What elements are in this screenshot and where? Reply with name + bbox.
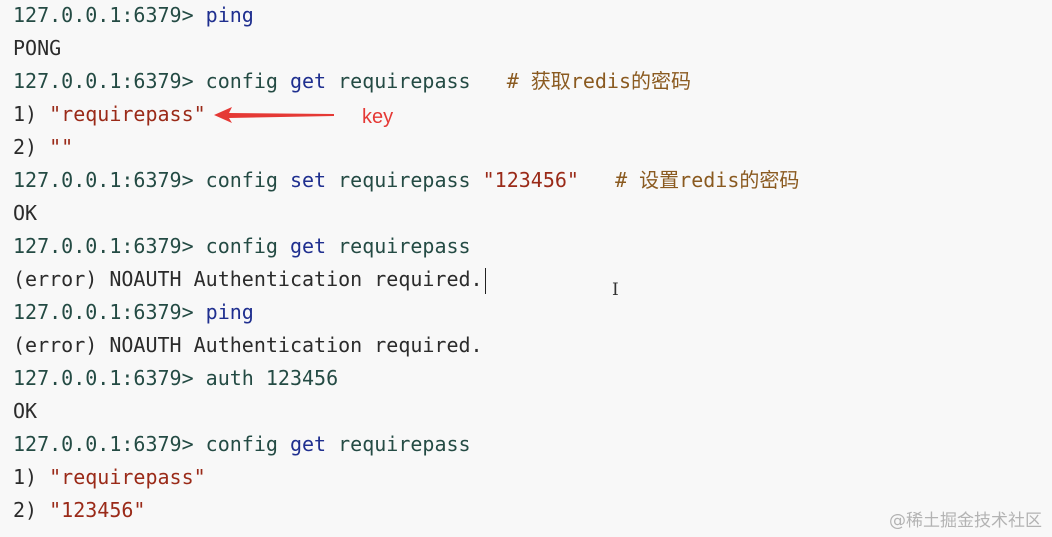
prompt: 127.0.0.1:6379> — [13, 168, 206, 192]
terminal-line: OK — [13, 198, 1033, 231]
command-keyword: get — [289, 234, 327, 258]
terminal-line: 2) "123456" — [13, 495, 1033, 528]
terminal-line: 2) "" — [13, 132, 1033, 165]
output-text: OK — [13, 399, 38, 423]
comment: # 设置redis的密码 — [615, 168, 800, 192]
terminal-line: (error) NOAUTH Authentication required. — [13, 330, 1033, 363]
terminal-line: 127.0.0.1:6379> auth 123456 — [13, 363, 1033, 396]
terminal-line: PONG — [13, 33, 1033, 66]
prompt: 127.0.0.1:6379> — [13, 3, 206, 27]
prompt: 127.0.0.1:6379> — [13, 366, 206, 390]
output-string: "" — [49, 135, 74, 159]
prompt: 127.0.0.1:6379> — [13, 69, 206, 93]
command-arg: requirepass — [326, 432, 471, 456]
command: ping — [205, 3, 254, 27]
output-string: "requirepass" — [49, 465, 206, 489]
prompt: 127.0.0.1:6379> — [13, 234, 206, 258]
command-arg: requirepass — [326, 69, 471, 93]
command-keyword: get — [289, 432, 327, 456]
output-index: 2) — [13, 498, 50, 522]
terminal-output: 127.0.0.1:6379> ping PONG 127.0.0.1:6379… — [13, 0, 1033, 528]
output-string: "requirepass" — [49, 102, 206, 126]
output-text: PONG — [13, 36, 62, 60]
watermark: @稀土掘金技术社区 — [889, 511, 1042, 531]
prompt: 127.0.0.1:6379> — [13, 300, 206, 324]
command-arg: requirepass — [326, 234, 471, 258]
output-text: (error) NOAUTH Authentication required. — [13, 333, 483, 357]
command-word: config — [205, 168, 290, 192]
annotation-label: key — [362, 106, 394, 128]
terminal-line: 127.0.0.1:6379> config set requirepass "… — [13, 165, 1033, 198]
command-arg: requirepass — [326, 168, 483, 192]
terminal-line: 1) "requirepass" — [13, 99, 1033, 132]
command-word: config — [205, 69, 290, 93]
output-string: "123456" — [49, 498, 146, 522]
command-keyword: get — [289, 69, 327, 93]
comment: # 获取redis的密码 — [506, 69, 691, 93]
arrow-icon — [214, 107, 334, 123]
terminal-line: OK — [13, 396, 1033, 429]
terminal-line: 127.0.0.1:6379> config get requirepass #… — [13, 66, 1033, 99]
string-literal: "123456" — [482, 168, 579, 192]
prompt: 127.0.0.1:6379> — [13, 432, 206, 456]
text-cursor — [484, 267, 486, 294]
red-arrow-annotation — [214, 107, 334, 123]
command-word: config — [205, 432, 290, 456]
output-text: OK — [13, 201, 38, 225]
command-keyword: set — [289, 168, 327, 192]
output-index: 1) — [13, 465, 50, 489]
terminal-line: 1) "requirepass" — [13, 462, 1033, 495]
terminal-line: 127.0.0.1:6379> ping — [13, 297, 1033, 330]
output-index: 2) — [13, 135, 50, 159]
command-word: auth — [205, 366, 266, 390]
terminal-line: 127.0.0.1:6379> config get requirepass — [13, 429, 1033, 462]
command: ping — [205, 300, 254, 324]
command-word: config — [205, 234, 290, 258]
terminal-line: 127.0.0.1:6379> config get requirepass — [13, 231, 1033, 264]
output-text: (error) NOAUTH Authentication required. — [13, 267, 483, 291]
terminal-line: 127.0.0.1:6379> ping — [13, 0, 1033, 33]
i-beam-cursor-icon: I — [612, 280, 619, 300]
terminal-line: (error) NOAUTH Authentication required. — [13, 264, 1033, 297]
number-literal: 123456 — [265, 366, 339, 390]
output-index: 1) — [13, 102, 50, 126]
